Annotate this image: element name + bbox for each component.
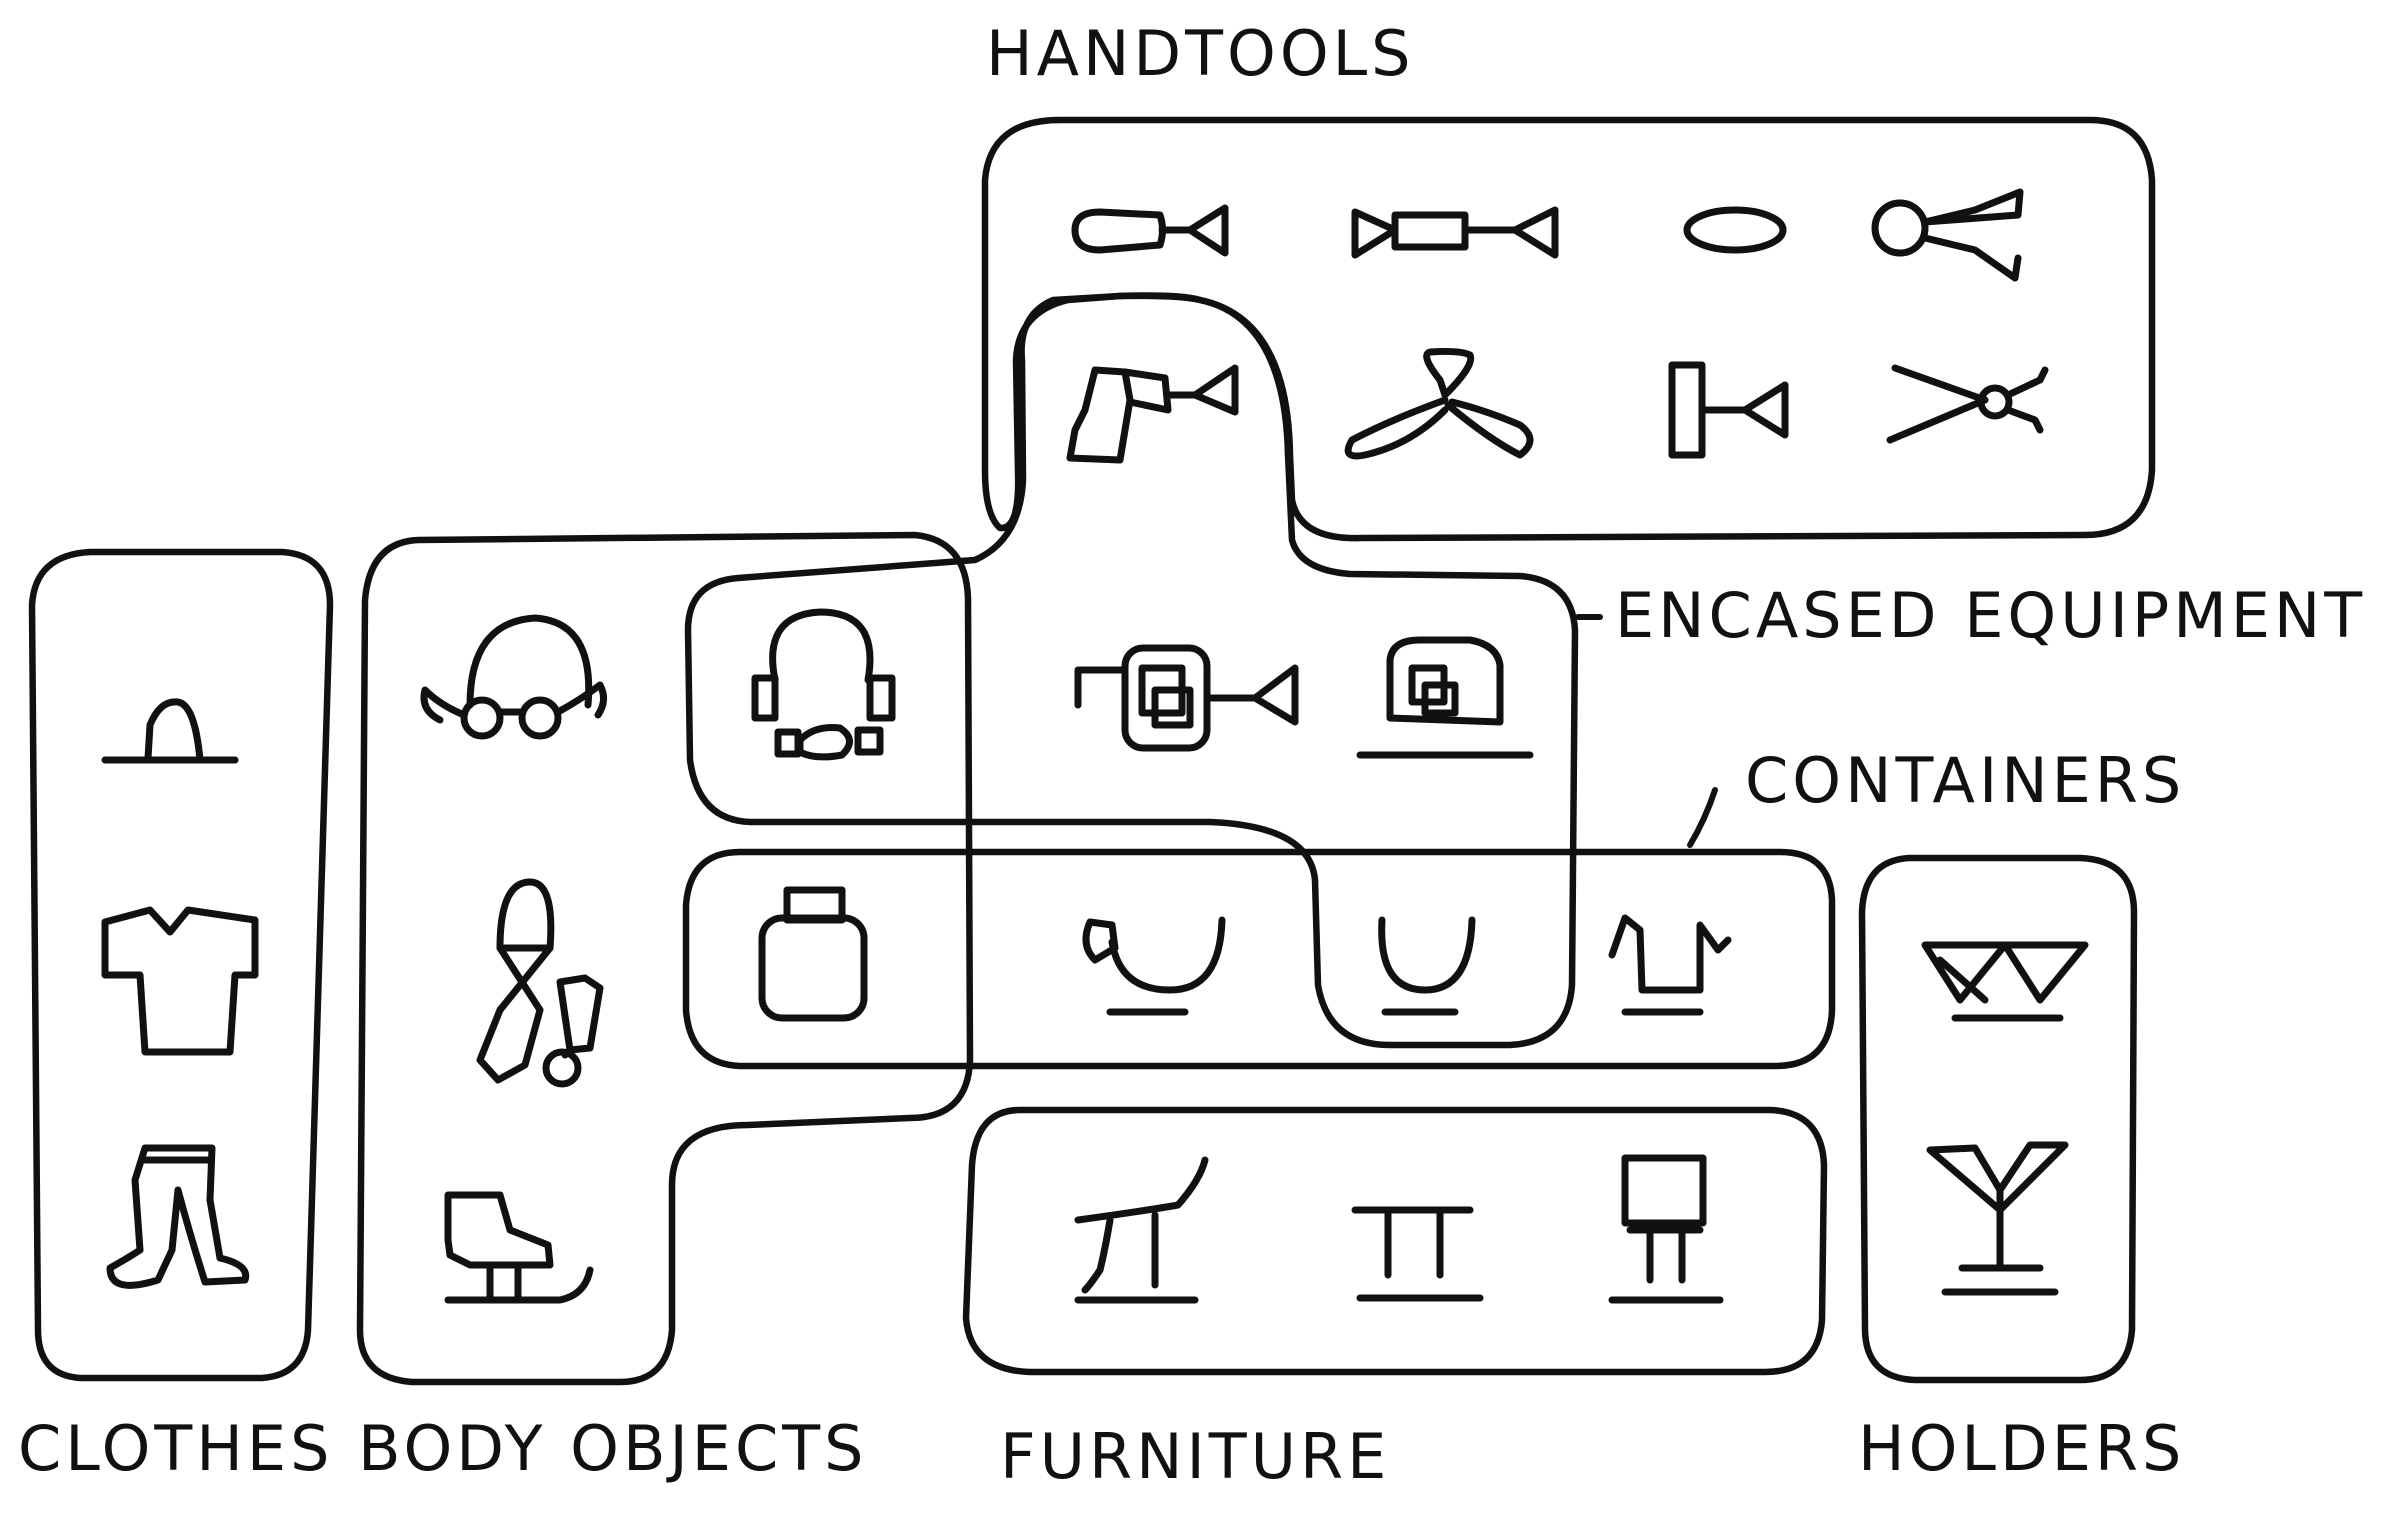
chair-icon	[1074, 1156, 1209, 1304]
skate-icon	[444, 1191, 594, 1304]
body-objects-label: BODY OBJECTS	[358, 1412, 868, 1485]
body-objects-group-outline	[356, 531, 974, 1386]
appliance-icon	[1356, 636, 1534, 759]
furniture-group-outline	[962, 1106, 1828, 1376]
furniture-label: FURNITURE	[1000, 1420, 1390, 1493]
pliers-icon	[1886, 364, 2049, 444]
file-tool-icon	[1071, 204, 1229, 257]
drill-icon	[1066, 364, 1239, 464]
glasses-icon	[420, 614, 607, 740]
encased-equipment-group-outline	[684, 292, 1579, 1049]
bowl-icon	[1378, 916, 1476, 1016]
hammer-icon	[1668, 361, 1789, 459]
shirt-icon	[101, 906, 259, 1056]
tie-icon	[476, 878, 604, 1088]
stand-icon	[1921, 941, 2089, 1022]
bottle-icon	[758, 886, 868, 1022]
pot-icon	[1608, 914, 1732, 1016]
goblet-holder-icon	[1926, 1141, 2069, 1296]
tongs-icon	[1871, 188, 2024, 282]
double-file-icon	[1351, 206, 1559, 259]
cabinet-icon	[1608, 1154, 1724, 1304]
headphones-icon	[751, 608, 896, 761]
cup-icon	[1082, 916, 1226, 1016]
clothes-label: CLOTHES	[18, 1412, 333, 1485]
handtools-group-outline	[981, 116, 2156, 542]
propeller-icon	[1344, 347, 1534, 460]
table-icon	[1351, 1206, 1484, 1302]
holders-label: HOLDERS	[1858, 1412, 2185, 1485]
camera-icon	[1074, 644, 1299, 752]
containers-group-outline	[682, 848, 1836, 1070]
trousers-icon	[106, 1144, 250, 1289]
oval-tool-icon	[1683, 206, 1787, 254]
clothes-group-outline	[28, 548, 334, 1382]
containers-label: CONTAINERS	[1745, 744, 2185, 817]
containers-leader	[1687, 787, 1718, 848]
hat-icon	[101, 698, 239, 764]
holders-group-outline	[1858, 854, 2138, 1384]
encased-equipment-label: ENCASED EQUIPMENT	[1615, 579, 2366, 652]
handtools-label: HANDTOOLS	[986, 17, 1415, 90]
